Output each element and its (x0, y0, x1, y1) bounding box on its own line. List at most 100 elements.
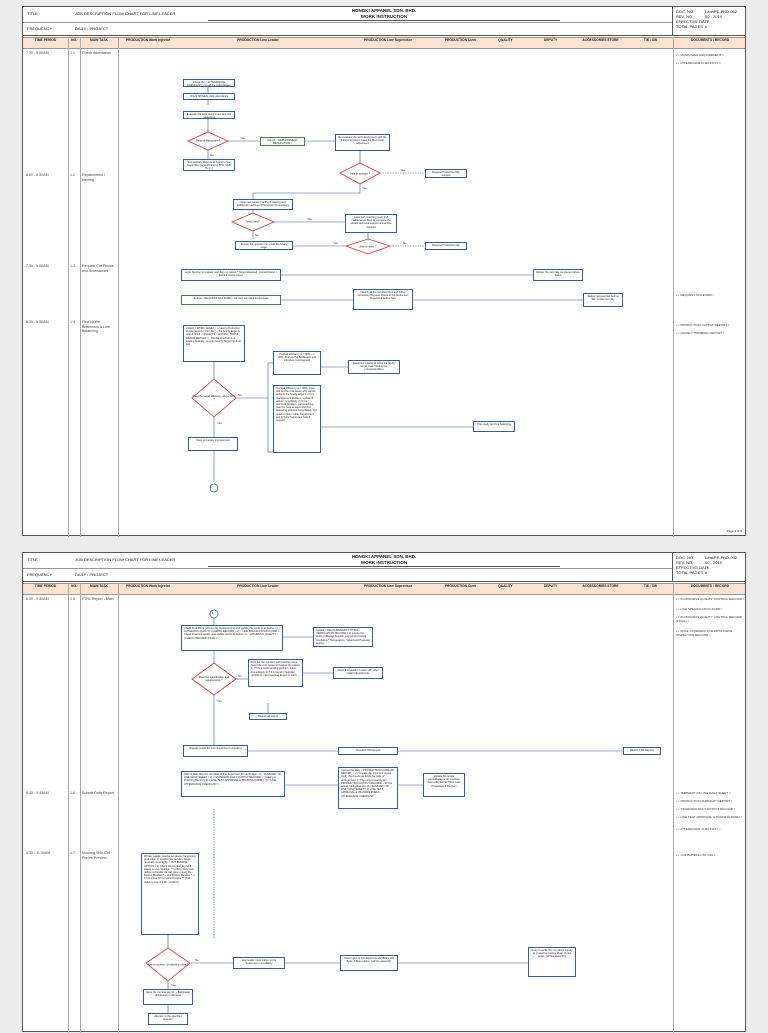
col-work-injector: PRODUCTION Work Injector (125, 584, 171, 588)
page-connector: 1 (212, 611, 214, 615)
col-line-supervisor: PRODUCTION Line Supervisor (364, 584, 412, 588)
row-task: First up the Bottleneck & Line Balancing (82, 320, 110, 333)
rev-label: REV. NO. (676, 14, 694, 19)
flow-box: Submit < REPLACEMENT REQUISITION > (260, 137, 305, 146)
flow-box: Line leader must inform to the Superviso… (233, 957, 285, 969)
total-pages-label: TOTAL PAGES (676, 24, 703, 29)
decision-text: Able to receive cut pieces on time ? (147, 963, 189, 966)
col-clerk: PRODUCTION Clerk (444, 584, 477, 588)
doc-record: • < PRODUCTION OUTPUT REPORT > (676, 323, 730, 327)
total-pages-value: 6 (705, 24, 708, 29)
flow-box: Issue the number tag no. + Backpanel dis… (143, 989, 193, 1005)
doc-record: • < STANDARD DAILY OUTPUT RECORD > (676, 807, 736, 811)
flow-box: Time study and line balancing (473, 421, 515, 432)
rev-value: 00 - 2019 (705, 14, 722, 19)
row-time: 7.30 - 9.00AM (26, 264, 49, 268)
row-time: 8.30 - 9.30AM (26, 597, 49, 601)
decision-diamond: Meet the specification and requirements … (192, 663, 236, 695)
doc-record: • < LINE SPECIFICATION FORM > (676, 607, 724, 611)
row-no: 1.4 (70, 320, 75, 324)
decision-diamond: Need help? (232, 213, 274, 231)
row-task: Check Attendance (82, 51, 112, 55)
doc-record: • < LINE TEST APPROVAL & TRAINING FORM > (676, 815, 743, 819)
flow-box: Find out the rejected workmanship issue … (248, 659, 303, 687)
flow-box: Deliver the next day cut pieces before 1… (533, 269, 583, 281)
no-label: No (238, 674, 242, 678)
yes-label: Yes (217, 421, 222, 425)
yes-label: Yes (240, 136, 245, 140)
doc-record: • < ATTENDANCE CHECKLIST > (676, 61, 721, 65)
col-task: MAIN TASK (89, 38, 109, 42)
row-time: 7.30 - 8.00AM (26, 51, 49, 55)
col-deputy: DEPUTY (543, 38, 558, 42)
total-pages-label: TOTAL PAGES (676, 570, 703, 575)
decision-diamond: Meet the target efficiency above 90% ? (192, 379, 236, 417)
flow-box: Identify all the required trims and foll… (353, 289, 413, 310)
col-time: TIME PERIOD (34, 38, 57, 42)
flow-box: Evaluate the work assignment and line ba… (183, 111, 235, 119)
yes-label: Yes (333, 241, 338, 245)
flow-box: Login Number to request next day cut pie… (181, 269, 281, 281)
flow-box: Deliver accessories before 9am to the ne… (583, 293, 623, 307)
col-quality: QUALITY (498, 584, 513, 588)
page-header: HONGKI APPAREL SDN. BHD. WORK INSTRUCTIO… (23, 7, 745, 36)
col-line-leader: PRODUCTION Line Leader (237, 584, 279, 588)
flow-box: Check First Piece garment for measuremen… (181, 625, 283, 651)
flow-box: Ensure the operator can meet the hourly … (235, 241, 293, 250)
rev-value: 00 - 2019 (705, 560, 722, 565)
row-time: 8.00 - 8.30AM (26, 173, 49, 177)
flow-box: Request Production Mgr support (425, 169, 467, 178)
effective-date-label: EFFECTIVE DATE (676, 565, 710, 570)
yes-label: Yes (307, 217, 312, 221)
flow-box: Rework all output (249, 713, 287, 720)
col-line-supervisor: PRODUCTION Line Supervisor (364, 38, 412, 42)
no-label: No (195, 958, 199, 962)
yes-label: Yes (217, 699, 222, 703)
flow-box: Check SPINEAL daily attendance (183, 93, 235, 100)
flow-box: Give new worker briefing & training and … (233, 199, 293, 210)
flow-box: Update < MEASUREMENT/FITTING VERIFICATIO… (313, 627, 373, 647)
no-label: No (255, 233, 259, 237)
doc-info: DOC. NO. LeanPE-PRD-002 REV. NO. 00 - 20… (672, 7, 745, 35)
doc-record: • < CUT BUNDLE LIST ING > (676, 853, 716, 857)
decision-diamond: Able to arrange ? (340, 163, 380, 184)
page-number: Page 1 of 6 (726, 529, 742, 533)
decision-diamond: Able to settle ? (346, 239, 390, 254)
row-task: Request Cut Pieces and Accessories (82, 264, 114, 273)
doc-record: • < SUMMARY OF LINE DAILY SHEET > (676, 791, 731, 795)
title-value: JOB DESCRIPTION FLOW CHART FOR LINE LEAD… (75, 11, 176, 16)
col-clerk: PRODUCTION Clerk (444, 38, 477, 42)
flow-box: Liase with coaching team and maintenance… (345, 214, 397, 233)
document-title: WORK INSTRUCTION (360, 560, 408, 565)
column-header-row: TIME PERIOD NO. MAIN TASK PRODUCTION Wor… (23, 37, 745, 49)
col-documents: DOCUMENTS / RECORD (690, 584, 730, 588)
flow-box: Submit < REQUEST ACC FORM > for next two… (181, 295, 281, 305)
flow-box: Request Production Mgr (425, 242, 467, 250)
flow-box: Checked FRS Report (338, 747, 398, 755)
flow-box: Call out the daily < PRODUCTION SUMMARY … (338, 767, 398, 809)
yes-label: Yes (362, 186, 367, 190)
flow-connectors (145, 609, 623, 1013)
document-title: WORK INSTRUCTION (360, 14, 408, 19)
frequency-label: FREQUENCY (27, 26, 53, 31)
col-deputy: DEPUTY (543, 584, 558, 588)
row-task: Morning Shift Cut Pieces Preview (82, 851, 110, 860)
flow-connectors (187, 87, 583, 493)
flow-box: Collect < WORK SHEET > + Hourly Producti… (183, 325, 245, 362)
total-pages-value: 6 (705, 570, 708, 575)
decision-diamond: Require Manpower ? (188, 132, 228, 150)
flow-box: Re-evaluate the work assignment with the… (335, 134, 390, 151)
flow-box: Assist line Leader to solve the hourly t… (348, 360, 400, 374)
row-no: 1.7 (70, 851, 75, 855)
flow-box: Must report to QC department/ASB/line HR… (340, 955, 398, 971)
col-time: TIME PERIOD (34, 584, 57, 588)
col-line-leader: PRODUCTION Line Leader (237, 38, 279, 42)
row-time: 8.30 - 11.30AM (26, 851, 51, 855)
col-no: NO. (71, 38, 77, 42)
col-task: MAIN TASK (89, 584, 109, 588)
company-name: HONGKI APPAREL SDN. BHD. (351, 8, 417, 13)
frequency-label: FREQUENCY (27, 572, 53, 577)
no-label: No (403, 241, 407, 245)
flow-box: Submit Daily Reports as below to line Su… (181, 771, 285, 797)
title-value: JOB DESCRIPTION FLOW CHART FOR LINE LEAD… (75, 557, 176, 562)
